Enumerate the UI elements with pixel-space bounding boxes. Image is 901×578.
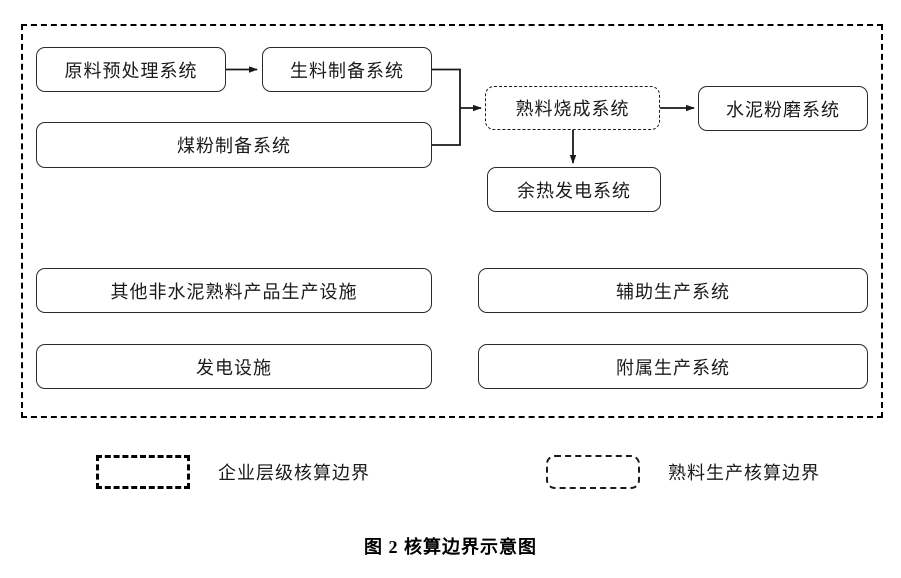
legend-swatch-enterprise-boundary: [96, 455, 190, 489]
node-attached-production[interactable]: 附属生产系统: [478, 344, 868, 389]
node-clinker-burning[interactable]: 熟料烧成系统: [485, 86, 660, 130]
node-raw-meal-prep[interactable]: 生料制备系统: [262, 47, 432, 92]
node-cement-grinding[interactable]: 水泥粉磨系统: [698, 86, 868, 131]
node-waste-heat-power[interactable]: 余热发电系统: [487, 167, 661, 212]
legend-item-clinker-boundary: 熟料生产核算边界: [546, 455, 820, 489]
legend-swatch-clinker-boundary: [546, 455, 640, 489]
node-power-generation-facility[interactable]: 发电设施: [36, 344, 432, 389]
node-coal-powder-prep[interactable]: 煤粉制备系统: [36, 122, 432, 168]
enterprise-accounting-boundary: [21, 24, 883, 418]
node-auxiliary-production[interactable]: 辅助生产系统: [478, 268, 868, 313]
node-raw-pretreatment[interactable]: 原料预处理系统: [36, 47, 226, 92]
legend-label-enterprise-boundary: 企业层级核算边界: [218, 463, 370, 483]
node-other-non-cement-clinker[interactable]: 其他非水泥熟料产品生产设施: [36, 268, 432, 313]
figure-caption: 图 2 核算边界示意图: [364, 537, 537, 557]
legend-label-clinker-boundary: 熟料生产核算边界: [668, 463, 820, 483]
legend-item-enterprise-boundary: 企业层级核算边界: [96, 455, 370, 489]
